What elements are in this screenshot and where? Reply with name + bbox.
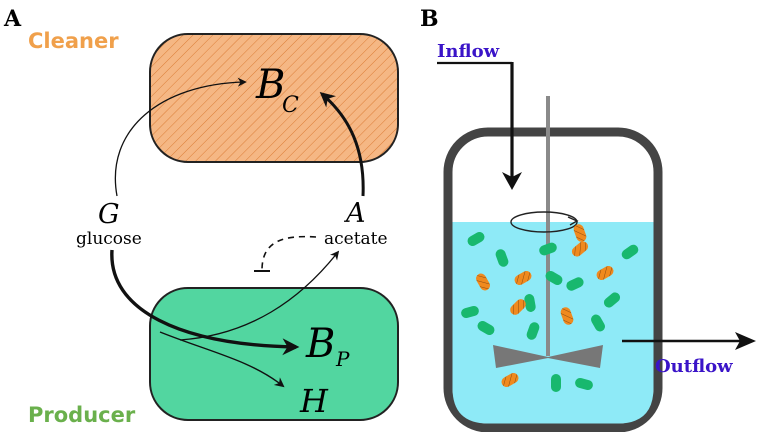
cleaner-box	[149, 33, 399, 163]
glucose-label: glucose	[76, 229, 142, 249]
inflow-label: Inflow	[437, 41, 500, 62]
arrow-glucose-to-cleaner	[114, 77, 247, 197]
green-cell	[566, 277, 584, 291]
orange-cell	[573, 224, 587, 242]
arrow-acetate-to-cleaner	[319, 92, 365, 197]
producer-symbol: B	[305, 321, 335, 367]
green-cell	[575, 377, 593, 391]
rotation-indicator	[510, 211, 578, 233]
orange-cell	[596, 266, 614, 280]
h-symbol: H	[299, 382, 329, 420]
orange-cell	[510, 299, 526, 315]
producer-subscript: P	[335, 347, 350, 371]
green-cell	[526, 322, 540, 340]
green-cell	[603, 292, 621, 308]
cleaner-subscript: C	[282, 93, 299, 118]
green-cells	[461, 232, 639, 392]
outflow-arrowhead	[735, 332, 756, 350]
panel-a-label: A	[3, 6, 22, 32]
green-cell	[477, 321, 495, 335]
arrow-glucose-to-h	[159, 331, 285, 388]
inhibition-acetate-dashed	[261, 235, 317, 271]
arrow-producer-to-acetate	[179, 250, 340, 341]
green-cell	[495, 249, 509, 267]
green-cell	[551, 374, 561, 392]
outflow-label: Outflow	[655, 356, 733, 377]
orange-cell	[501, 373, 519, 387]
green-cell	[591, 314, 605, 332]
acetate-label: acetate	[324, 229, 388, 249]
green-cell	[621, 244, 639, 260]
rotation-arrowhead	[567, 216, 579, 226]
glucose-symbol: G	[98, 199, 120, 230]
cleaner-label: Cleaner	[28, 29, 119, 53]
green-cell	[539, 242, 557, 256]
cleaner-symbol: B	[255, 62, 285, 108]
green-cell	[545, 271, 563, 285]
green-cell	[524, 294, 536, 312]
orange-cells	[476, 224, 614, 387]
green-cell	[461, 305, 479, 319]
impeller	[493, 345, 603, 368]
orange-cell	[476, 273, 490, 291]
panel-b-label: B	[420, 6, 439, 32]
orange-cell	[514, 271, 532, 285]
arrow-glucose-to-producer	[110, 249, 300, 356]
green-cell	[467, 232, 485, 246]
acetate-symbol: A	[343, 198, 366, 229]
orange-cell	[571, 241, 589, 257]
inflow-arrowhead	[502, 172, 522, 190]
orange-cell	[560, 307, 574, 325]
producer-label: Producer	[28, 403, 136, 427]
producer-box	[149, 287, 399, 421]
